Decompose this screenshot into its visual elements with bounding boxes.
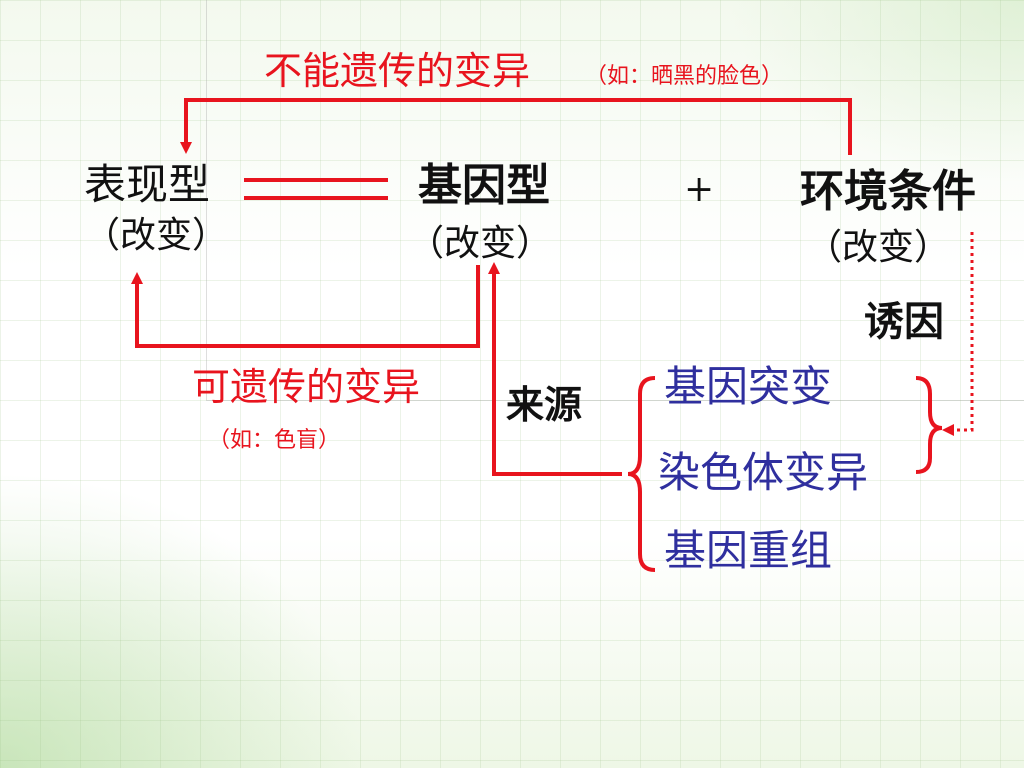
- source-gene-recombination: 基因重组: [664, 526, 833, 575]
- source-label: 来源: [506, 382, 583, 427]
- slide-frame-horizontal: [206, 400, 1024, 401]
- environment-change: （改变）: [806, 227, 951, 268]
- non-heritable-arrow: [180, 98, 852, 155]
- left-brace: [627, 376, 656, 572]
- right-brace: [915, 376, 943, 474]
- source-gene-mutation: 基因突变: [664, 362, 833, 411]
- inducer-label: 诱因: [864, 298, 944, 345]
- genotype-change: （改变）: [408, 223, 553, 264]
- slide-frame-vertical: [206, 0, 207, 400]
- heritable-example: （如：色盲）: [208, 428, 341, 453]
- source-arrow: [488, 262, 622, 476]
- source-chromosome-variation: 染色体变异: [658, 448, 869, 497]
- plus-sign: +: [684, 169, 715, 210]
- heritable-label: 可遗传的变异: [192, 365, 421, 409]
- inducer-dotted-arrow: [942, 232, 974, 436]
- heritable-arrow: [131, 265, 480, 348]
- environment-label: 环境条件: [800, 166, 976, 217]
- non-heritable-example: （如：晒黑的脸色）: [585, 64, 784, 89]
- phenotype-label: 表现型: [84, 160, 211, 209]
- genotype-label: 基因型: [418, 160, 550, 211]
- phenotype-change: （改变）: [84, 215, 229, 256]
- non-heritable-label: 不能遗传的变异: [264, 49, 531, 93]
